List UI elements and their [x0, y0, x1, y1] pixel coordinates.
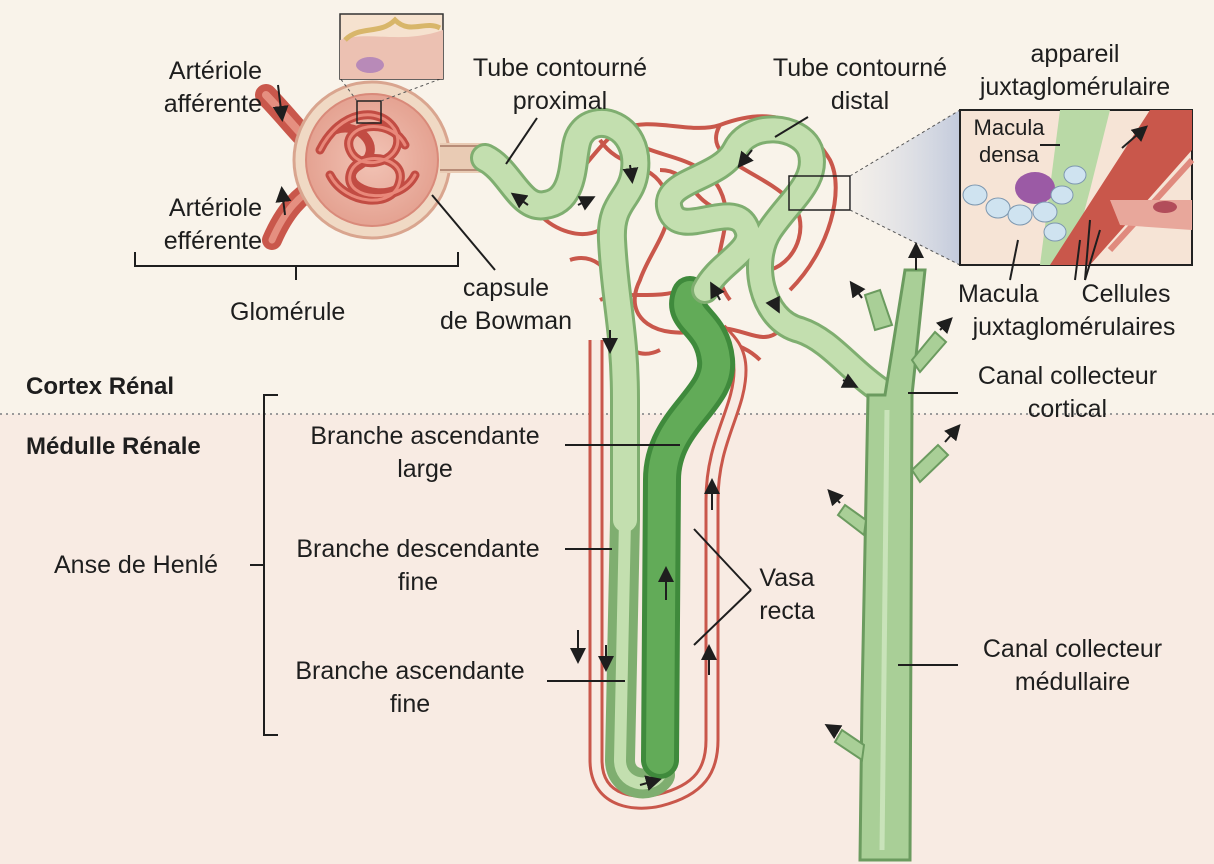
cortex-label: Cortex Rénal: [26, 373, 175, 400]
brackets: [134, 252, 459, 736]
appareil-jg-label: appareil juxtaglomérulaire: [979, 40, 1171, 101]
canal-medullaire-label: Canal collecteur médullaire: [982, 635, 1163, 696]
canal-cortical-label: Canal collecteur cortical: [977, 362, 1158, 423]
collecting-duct: [833, 268, 950, 862]
tube-distal-label: Tube contourné distal: [772, 54, 948, 115]
anse-henle-label: Anse de Henlé: [54, 551, 219, 579]
vasa-recta: [588, 324, 748, 810]
jg-inset: [959, 109, 1195, 266]
branche-asc-large-label: Branche ascendante large: [310, 422, 540, 483]
branche-asc-fine-label: Branche ascendante fine: [295, 657, 525, 718]
medulla-label: Médulle Rénale: [26, 433, 201, 460]
capsule-bowman-label: capsule de Bowman: [439, 274, 573, 335]
glomerulus: [255, 13, 485, 250]
thick-ascending-limb: [641, 276, 736, 779]
arteriole-efferente-label: Artériole efférente: [163, 194, 262, 255]
glomerule-label: Glomérule: [230, 298, 346, 326]
leader-lines: [431, 116, 1101, 682]
distal-tubule: [655, 115, 894, 404]
tube-proximal-label: Tube contourné proximal: [472, 54, 648, 115]
macula-densa-inset-label: Macula densa: [973, 115, 1045, 167]
arteriole-afferente-label: Artériole afférente: [163, 57, 262, 118]
zoom-box-small: [356, 100, 382, 124]
cellules-jg-label: Cellules juxtaglomérulaires: [972, 280, 1176, 341]
macula-label: Macula: [958, 280, 1039, 308]
vasa-recta-label: Vasa recta: [759, 564, 815, 625]
flow-arrows: [272, 84, 961, 791]
zoom-cone: [850, 110, 960, 265]
branche-desc-fine-label: Branche descendante fine: [296, 535, 540, 596]
